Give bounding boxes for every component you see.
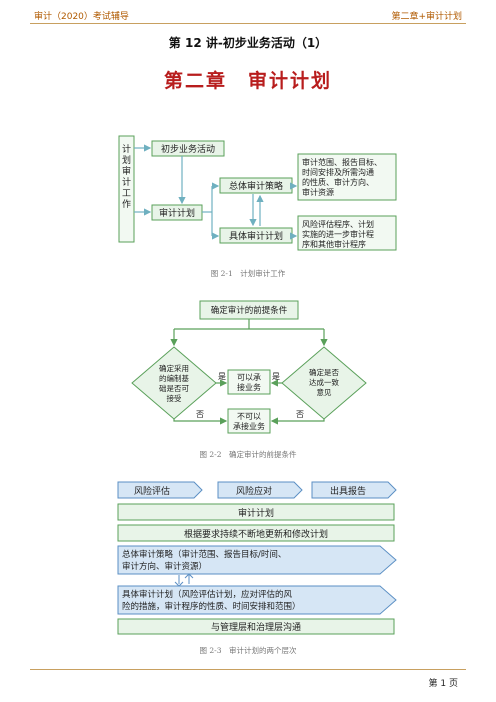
fig1-overall-desc: 审计范围、报告目标、 时间安排及所需沟通 的性质、审计方向、 审计资源 <box>302 157 382 197</box>
fig2-yes-left: 是 <box>218 372 226 381</box>
figure-1-diagram: 计 划 审 计 工 作 初步业务活动 审计计划 总体审计策略 具体审计计划 审计… <box>118 135 397 251</box>
svg-text:达成一致: 达成一致 <box>309 377 339 387</box>
fig3-arrow-1: 风险评估 <box>134 485 170 497</box>
svg-text:确定采用: 确定采用 <box>159 363 189 373</box>
svg-text:审计方向、审计资源）: 审计方向、审计资源） <box>122 561 207 572</box>
fig1-detail-desc: 风险评估程序、计划 实施的进一步审计程 序和其他审计程序 <box>302 219 374 249</box>
fig2-no-right: 否 <box>296 410 304 419</box>
fig1-overall: 总体审计策略 <box>229 180 283 192</box>
svg-text:具体审计计划（风险评估计划，应对评估的风: 具体审计计划（风险评估计划，应对评估的风 <box>122 589 293 600</box>
fig3-arrow-2: 风险应对 <box>236 485 272 497</box>
page-number: 第 1 页 <box>428 679 458 689</box>
figure-3-caption: 图 2-3 审计计划的两个层次 <box>199 646 297 655</box>
fig1-left-label: 计 划 审 计 工 作 <box>122 143 131 210</box>
fig1-plan: 审计计划 <box>159 207 195 219</box>
lesson-title: 第 12 讲-初步业务活动（1） <box>168 36 328 50</box>
figure-2-flowchart: 确定审计的前提条件 确定采用 的编制基 础是否可 接受 确定是否 达成一致 意见… <box>131 300 367 434</box>
svg-text:审计范围、报告目标、: 审计范围、报告目标、 <box>302 157 382 167</box>
fig3-overall: 总体审计策略（审计范围、报告目标/时间、 审计方向、审计资源） <box>122 549 286 572</box>
header-left: 审计（2020）考试辅导 <box>34 12 129 22</box>
svg-text:工: 工 <box>122 189 131 199</box>
fig2-right-diamond: 确定是否 达成一致 意见 <box>309 367 339 397</box>
chapter-title: 第二章 审计计划 <box>163 70 332 92</box>
svg-text:接业务: 接业务 <box>237 382 261 392</box>
svg-text:不可以: 不可以 <box>237 412 261 421</box>
svg-text:实施的进一步审计程: 实施的进一步审计程 <box>302 229 374 239</box>
svg-text:可以承: 可以承 <box>237 373 261 382</box>
fig3-update: 根据要求持续不断地更新和修改计划 <box>184 528 328 540</box>
fig2-center-yes: 可以承 接业务 <box>237 373 261 392</box>
svg-text:审计资源: 审计资源 <box>302 187 334 197</box>
svg-text:作: 作 <box>122 198 131 210</box>
svg-text:计: 计 <box>122 176 131 188</box>
fig3-plan: 审计计划 <box>238 507 274 519</box>
fig1-detail: 具体审计计划 <box>229 230 283 242</box>
fig1-prelim: 初步业务活动 <box>161 143 215 155</box>
svg-text:时间安排及所需沟通: 时间安排及所需沟通 <box>302 167 374 177</box>
svg-text:接受: 接受 <box>167 393 182 403</box>
fig2-left-diamond: 确定采用 的编制基 础是否可 接受 <box>159 363 189 403</box>
footer-rule <box>30 669 466 670</box>
fig2-no-left: 否 <box>196 410 204 419</box>
svg-text:风险评估程序、计划: 风险评估程序、计划 <box>302 219 374 229</box>
header-right: 第二章+审计计划 <box>391 12 462 22</box>
fig2-yes-right: 是 <box>272 372 280 381</box>
svg-text:确定是否: 确定是否 <box>309 367 339 377</box>
fig2-top: 确定审计的前提条件 <box>211 305 288 316</box>
svg-text:险的措施，审计程序的性质、时间安排和范围）: 险的措施，审计程序的性质、时间安排和范围） <box>122 601 301 612</box>
svg-text:础是否可: 础是否可 <box>159 383 189 393</box>
figure-1-caption: 图 2-1 计划审计工作 <box>210 269 286 278</box>
svg-text:审: 审 <box>122 165 131 177</box>
header-rule <box>30 23 466 24</box>
fig3-comm: 与管理层和治理层沟通 <box>211 621 301 633</box>
svg-text:计: 计 <box>122 143 131 155</box>
svg-text:序和其他审计程序: 序和其他审计程序 <box>302 239 366 249</box>
svg-text:划: 划 <box>122 154 131 166</box>
svg-text:意见: 意见 <box>317 387 332 397</box>
svg-text:的性质、审计方向、: 的性质、审计方向、 <box>302 177 374 187</box>
svg-text:的编制基: 的编制基 <box>159 373 189 383</box>
fig3-arrow-3: 出具报告 <box>330 485 366 497</box>
figure-2-caption: 图 2-2 确定审计的前提条件 <box>199 450 297 459</box>
figure-3-diagram: 风险评估 风险应对 出具报告 审计计划 根据要求持续不断地更新和修改计划 总体审… <box>117 481 397 635</box>
svg-text:承接业务: 承接业务 <box>233 421 265 431</box>
svg-text:总体审计策略（审计范围、报告目标/时间、: 总体审计策略（审计范围、报告目标/时间、 <box>122 549 286 560</box>
fig2-center-no: 不可以 承接业务 <box>233 412 265 431</box>
fig3-detail: 具体审计计划（风险评估计划，应对评估的风 险的措施，审计程序的性质、时间安排和范… <box>122 589 301 612</box>
